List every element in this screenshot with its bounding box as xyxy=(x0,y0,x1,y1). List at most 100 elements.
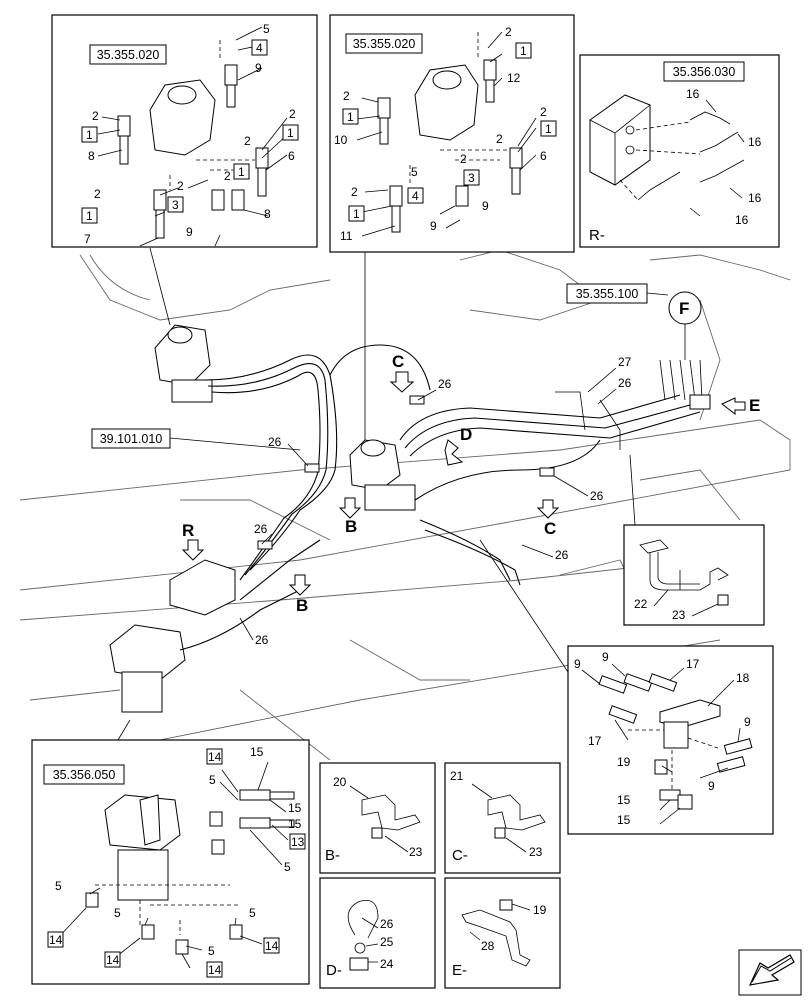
inset-pedal: 35.356.050 14 15 5 15 15 13 5 5 5 5 xyxy=(31,739,310,985)
part-label: 14 xyxy=(49,933,63,947)
view-label-d: D- xyxy=(326,962,342,979)
inset-view-d: 26 25 24 D- xyxy=(319,877,436,989)
part-label: 11 xyxy=(340,229,353,243)
part-label: 9 xyxy=(482,199,489,213)
next-page-arrow-icon xyxy=(738,949,802,996)
part-label: 5 xyxy=(263,22,270,36)
part-label: 9 xyxy=(708,779,715,793)
part-label: 23 xyxy=(672,608,686,622)
part-label: 9 xyxy=(744,715,751,729)
ref-label-joystick-right: 35.355.020 xyxy=(353,37,416,51)
part-label: 18 xyxy=(736,671,750,685)
part-label: 15 xyxy=(250,745,264,759)
part-label: 26 xyxy=(590,489,604,503)
part-label: 2 xyxy=(177,179,184,193)
part-label: 17 xyxy=(686,657,700,671)
part-label: 16 xyxy=(735,213,749,227)
part-label: 1 xyxy=(238,165,245,179)
part-label: 12 xyxy=(507,71,521,85)
part-label: 2 xyxy=(540,105,547,119)
part-label: 14 xyxy=(208,750,222,764)
ref-label-frame: 39.101.010 xyxy=(100,432,163,446)
part-label: 19 xyxy=(617,755,631,769)
ref-label-connector-f: 35.355.100 xyxy=(576,287,639,301)
inset-view-b: 20 23 B- xyxy=(319,762,436,874)
part-label: 5 xyxy=(249,906,256,920)
inset-valve-block-r: 35.356.030 16 16 16 16 R- xyxy=(579,54,780,248)
view-callouts: C D B C B R E xyxy=(181,352,760,615)
part-label: 1 xyxy=(520,44,527,58)
callout-b: B xyxy=(296,596,308,615)
part-label: 26 xyxy=(268,435,282,449)
part-label: 5 xyxy=(411,165,418,179)
part-label: 1 xyxy=(347,110,354,124)
part-label: 2 xyxy=(351,185,358,199)
part-label: 8 xyxy=(88,149,95,163)
view-label-r: R- xyxy=(589,227,605,244)
part-label: 23 xyxy=(409,845,423,859)
part-label: 5 xyxy=(55,879,62,893)
part-label: 19 xyxy=(533,903,547,917)
part-label: 1 xyxy=(353,207,360,221)
part-label: 4 xyxy=(412,189,419,203)
callout-f: F xyxy=(679,299,689,318)
view-label-c: C- xyxy=(452,847,468,864)
part-label: 14 xyxy=(208,963,222,977)
part-label: 2 xyxy=(496,132,503,146)
part-label: 22 xyxy=(634,597,648,611)
part-label: 5 xyxy=(208,944,215,958)
ref-label-valve-r: 35.356.030 xyxy=(673,65,736,79)
part-label: 25 xyxy=(380,935,394,949)
callout-e: E xyxy=(749,396,760,415)
part-label: 9 xyxy=(186,225,193,239)
part-label: 2 xyxy=(92,109,99,123)
part-label: 15 xyxy=(617,793,631,807)
part-label: 9 xyxy=(602,650,609,664)
part-label: 9 xyxy=(574,657,581,671)
part-label: 15 xyxy=(288,801,302,815)
part-label: 6 xyxy=(288,149,295,163)
callout-d: D xyxy=(460,425,472,444)
callout-c: C xyxy=(392,352,404,371)
part-label: 2 xyxy=(289,107,296,121)
part-label: 1 xyxy=(86,209,93,223)
part-label: 8 xyxy=(264,207,271,221)
part-label: 9 xyxy=(430,219,437,233)
inset-left-joystick: 35.355.020 2 1 8 5 4 9 2 1 2 xyxy=(51,14,318,248)
part-label: 26 xyxy=(255,633,269,647)
part-label: 3 xyxy=(172,198,179,212)
part-label: 23 xyxy=(529,845,543,859)
part-label: 5 xyxy=(114,906,121,920)
part-label: 1 xyxy=(545,122,552,136)
fitting-group xyxy=(377,59,523,233)
callout-r: R xyxy=(182,521,194,540)
callout-b: B xyxy=(345,517,357,536)
inset-right-joystick: 35.355.020 2 1 10 2 1 12 2 1 2 6 5 2 xyxy=(329,14,575,253)
inset-view-c: 21 23 C- xyxy=(444,762,561,874)
part-label: 5 xyxy=(209,773,216,787)
fitting-group xyxy=(598,673,753,810)
ref-label-pedal: 35.356.050 xyxy=(53,768,116,782)
part-label: 27 xyxy=(618,355,632,369)
part-label: 20 xyxy=(333,775,347,789)
part-label: 6 xyxy=(540,149,547,163)
part-label: 26 xyxy=(380,917,394,931)
part-label: 7 xyxy=(84,232,91,246)
inset-bracket-22: 22 23 xyxy=(623,524,765,626)
part-label: 21 xyxy=(450,769,464,783)
part-label: 15 xyxy=(617,813,631,827)
part-label: 1 xyxy=(86,128,93,142)
part-label: 2 xyxy=(343,89,350,103)
part-label: 4 xyxy=(256,41,263,55)
view-label-e: E- xyxy=(452,962,467,979)
part-label: 2 xyxy=(94,187,101,201)
part-label: 26 xyxy=(254,522,268,536)
view-label-b: B- xyxy=(325,847,340,864)
part-label: 15 xyxy=(288,817,302,831)
part-label: 3 xyxy=(468,171,475,185)
part-label: 2 xyxy=(224,169,231,183)
main-assembly xyxy=(109,324,711,713)
part-label: 16 xyxy=(686,87,700,101)
inset-view-e: 19 28 E- xyxy=(444,877,561,989)
